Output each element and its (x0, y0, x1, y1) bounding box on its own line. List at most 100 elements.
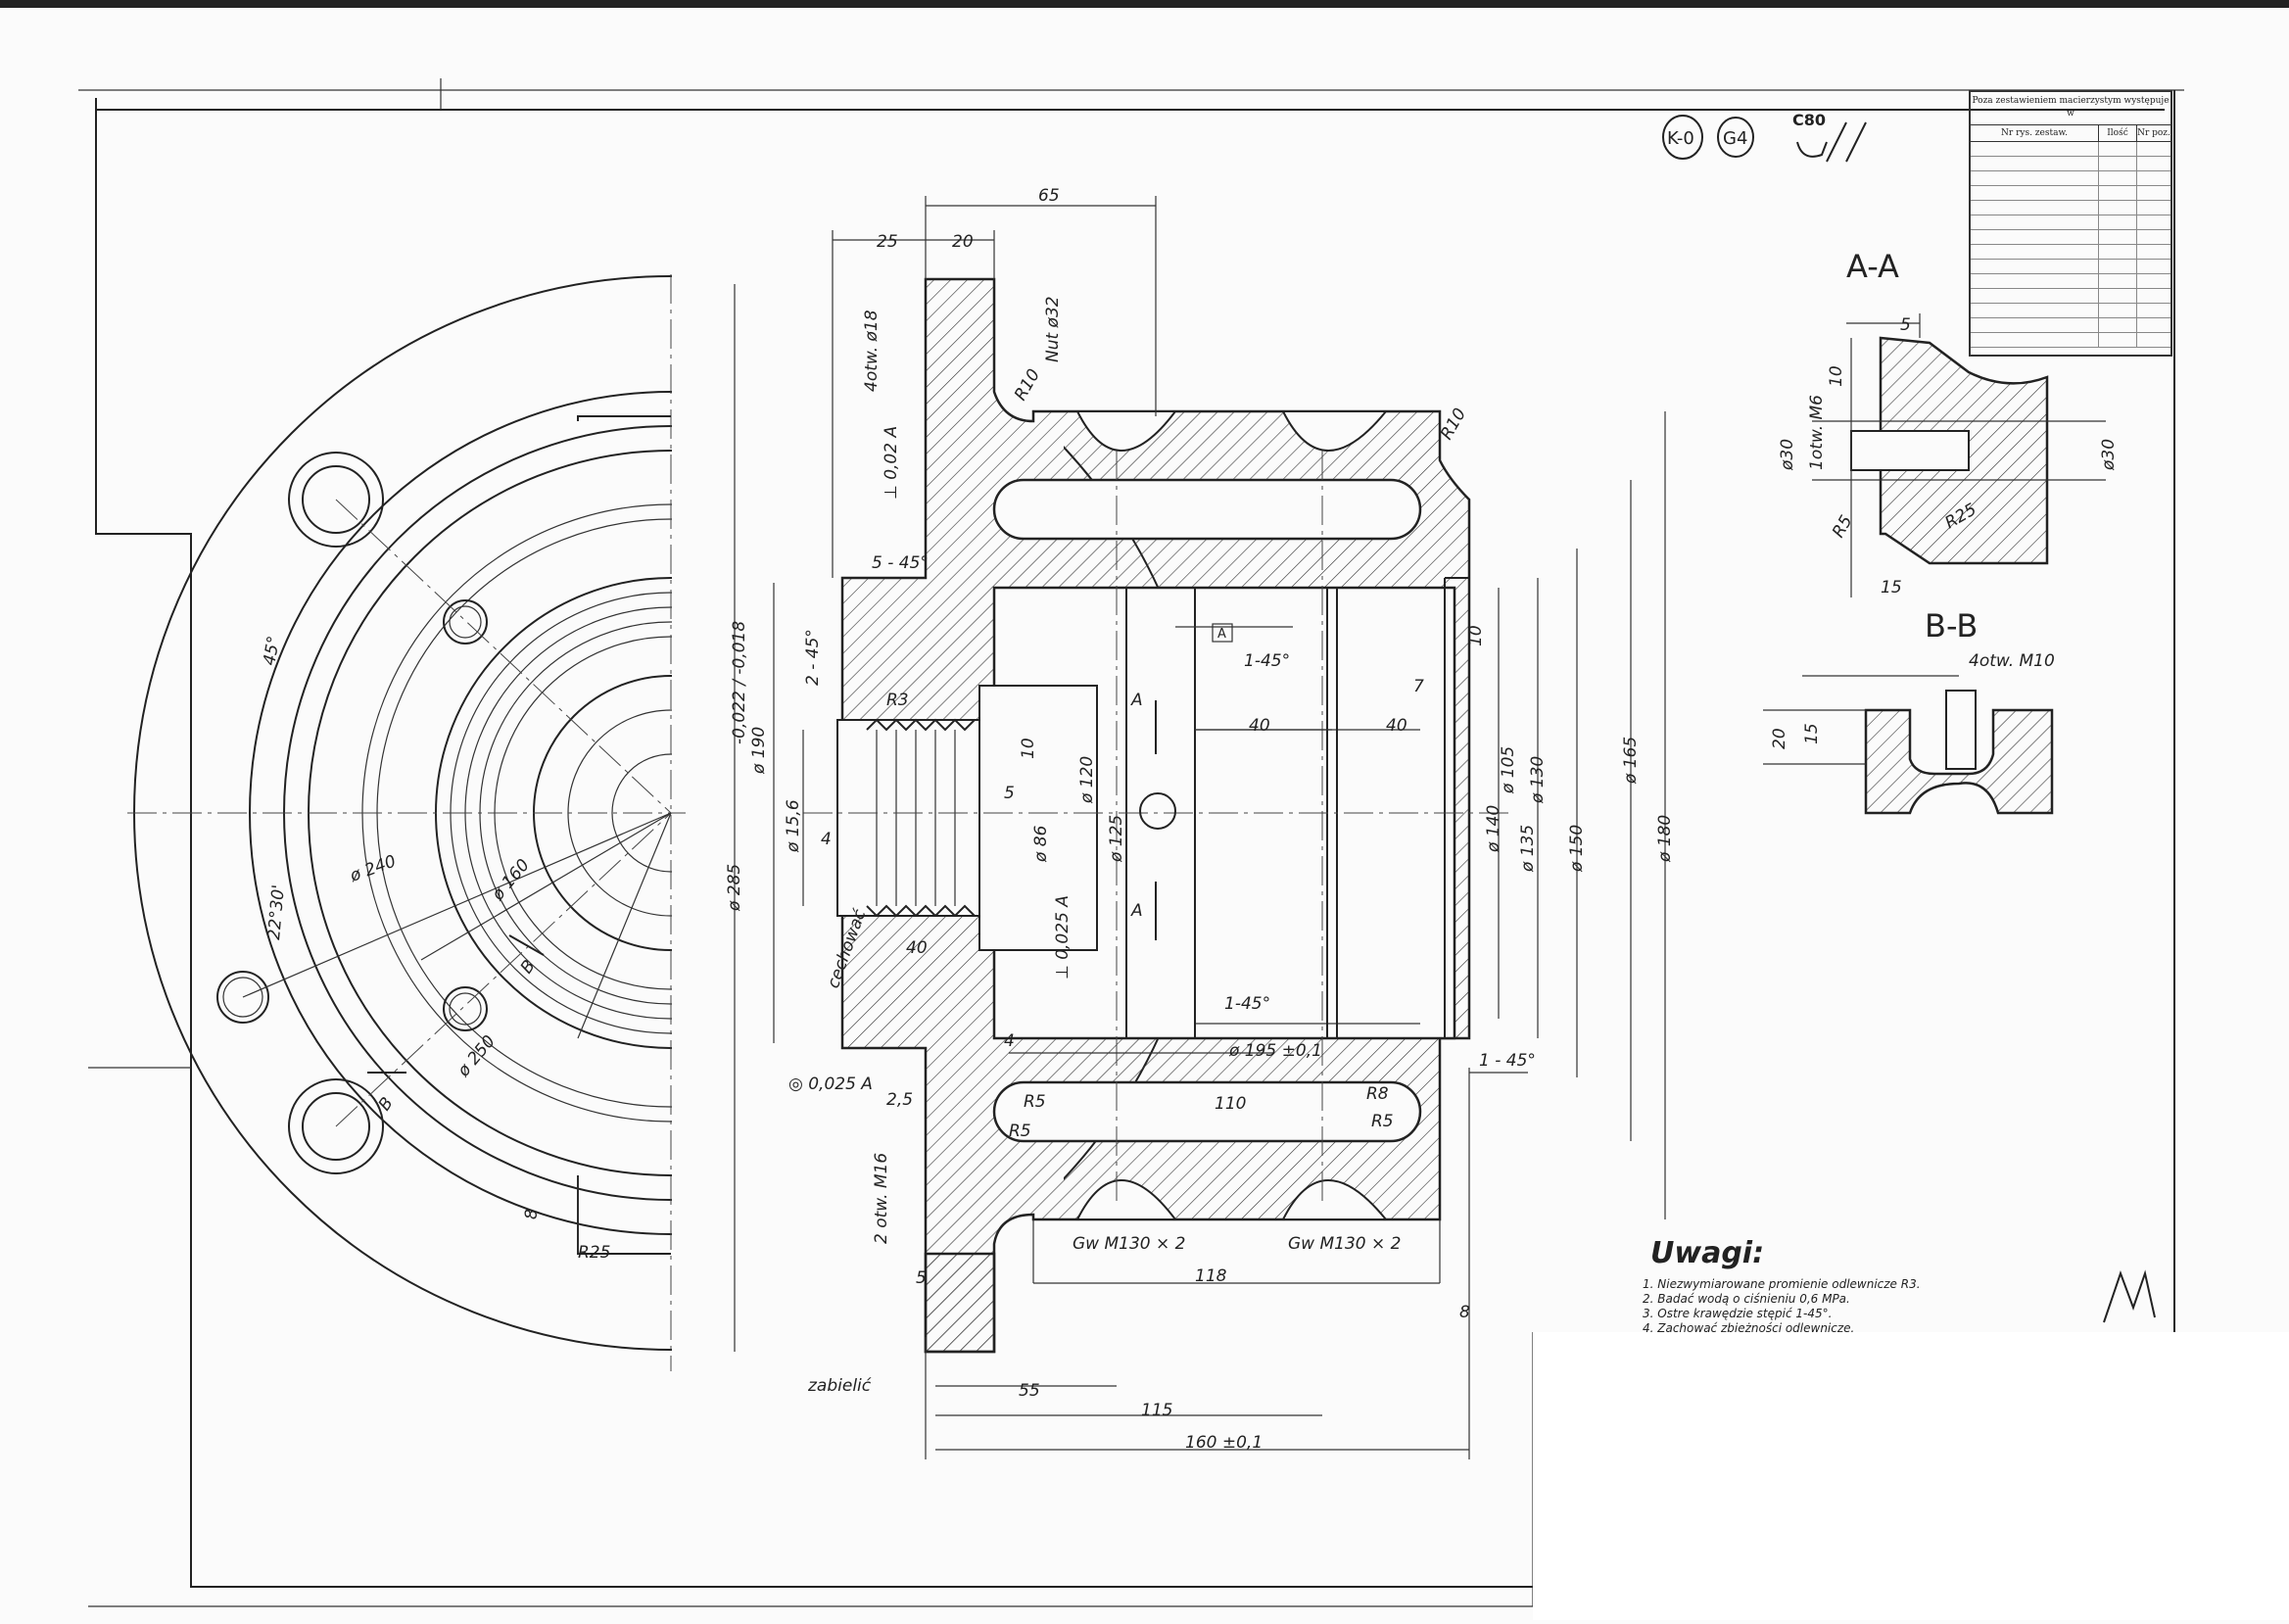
parts-table: Poza zestawieniem macierzystym występuje… (1969, 90, 2172, 357)
section-a-label: A (1130, 691, 1143, 710)
dim-phi285: ø 285 (725, 864, 744, 912)
dim-phi190: ø 190 (749, 727, 769, 775)
table-row (1971, 201, 2170, 215)
dimensions: 65 25 20 Nut ø32 4otw. ø18 R10 R10 5 - 4… (725, 186, 1675, 1459)
table-row (1971, 245, 2170, 260)
note-item: 3. Ostre krawędzie stępić 1-45°. (1643, 1307, 1833, 1320)
table-row (1971, 318, 2170, 333)
dim-phi86: ø 86 (1031, 825, 1051, 863)
dim-phi125: ø 125 (1107, 815, 1126, 863)
dim-110: 110 (1215, 1094, 1246, 1114)
dim-phi190-tol: -0,022 / -0,018 (730, 621, 749, 744)
dim-r3: R3 (886, 691, 909, 710)
dim-r10b: R10 (1437, 406, 1470, 444)
table-row (1971, 333, 2170, 348)
dim-160: 160 ±0,1 (1185, 1433, 1263, 1453)
dim-8: 8 (522, 1209, 542, 1219)
dim-2-5: 2,5 (886, 1090, 913, 1110)
dim-118: 118 (1195, 1266, 1227, 1286)
dim-phi150: ø 150 (1567, 825, 1587, 873)
dim-r8: R8 (1366, 1084, 1389, 1104)
dim-5: 5 (1004, 784, 1015, 803)
dim-r5b: R5 (1009, 1122, 1031, 1141)
dim-10b: 10 (1827, 365, 1846, 387)
dim-otw-m10: 4otw. M10 (1969, 651, 2055, 671)
table-header: Poza zestawieniem macierzystym występuje… (1971, 92, 2170, 125)
dim-40a: 40 (906, 938, 928, 958)
dim-phi130: ø 130 (1528, 756, 1548, 804)
dim-65: 65 (1038, 186, 1060, 206)
dim-phi180: ø 180 (1655, 815, 1675, 863)
svg-text:A: A (1217, 627, 1226, 642)
geo-perp: ⊥ 0,02 A (882, 426, 901, 500)
dim-5b: 5 (916, 1268, 927, 1288)
dim-phi30b: ø30 (2099, 439, 2119, 471)
dim-chamfer2: 2 - 45° (803, 629, 823, 686)
table-columns: Nr rys. zestaw. Ilość Nr poz. (1971, 125, 2170, 142)
stamp-k0: K-0 (1667, 128, 1694, 149)
dim-otw-m6: 1otw. M6 (1807, 395, 1827, 470)
dim-chamfer5: 5 - 45° (872, 553, 929, 573)
dim-8b: 8 (1459, 1303, 1470, 1322)
dim-40c: 40 (1386, 716, 1407, 736)
scan-edge (0, 0, 2289, 8)
dim-4a: 4 (1004, 1031, 1015, 1051)
note-item: 1. Niezwymiarowane promienie odlewnicze … (1643, 1277, 1921, 1291)
table-row (1971, 171, 2170, 186)
dim-15b: 15 (1802, 723, 1822, 744)
dim-40b: 40 (1249, 716, 1270, 736)
dim-phi32: Nut ø32 (1043, 296, 1063, 362)
col-nr: Nr rys. zestaw. (1971, 125, 2099, 141)
table-row (1971, 142, 2170, 157)
signature-mark (2103, 1269, 2156, 1323)
blank-area (1533, 1332, 2289, 1620)
dim-7: 7 (1413, 677, 1424, 696)
table-row (1971, 289, 2170, 304)
note-item: 4. Zachować zbieżności odlewnicze. (1643, 1321, 1855, 1335)
dim-phi120: ø 120 (1077, 756, 1097, 804)
dim-r5a: R5 (1024, 1092, 1046, 1112)
section-bb-title: B-B (1925, 607, 1978, 645)
note-zabielic: zabielić (807, 1376, 872, 1396)
geo-perp-2: ⊥ 0,025 A (1053, 895, 1073, 979)
table-row (1971, 157, 2170, 171)
dim-phi105: ø 105 (1499, 746, 1518, 794)
dim-angle45: 45° (260, 635, 284, 667)
main-section-view: A A A (803, 277, 1508, 1354)
notes-title: Uwagi: (1650, 1236, 1765, 1270)
dim-phi165: ø 165 (1621, 737, 1641, 785)
dim-phi125b: ø 135 (1518, 825, 1538, 873)
dim-1-45: 1-45° (1224, 994, 1270, 1014)
dim-20: 20 (952, 232, 974, 252)
dim-gw130a: Gw M130 × 2 (1073, 1234, 1185, 1254)
dim-115: 115 (1141, 1401, 1172, 1420)
table-row (1971, 230, 2170, 245)
dim-4: 4 (821, 830, 832, 849)
stamp-c80: C80 (1792, 111, 1826, 129)
dim-20: 20 (1770, 728, 1789, 749)
dim-r5c: R5 (1371, 1112, 1394, 1131)
dim-phi240: ø 240 (347, 851, 399, 886)
thread (866, 718, 976, 918)
dim-chamfer1: 1 - 45° (1479, 1051, 1536, 1071)
dim-r25: R25 (578, 1243, 610, 1263)
table-row (1971, 304, 2170, 318)
table-row (1971, 215, 2170, 230)
section-aa-title: A-A (1846, 248, 1899, 285)
dim-10: 10 (1466, 625, 1486, 646)
stamps: K-0 G4 C80 (1662, 111, 1867, 163)
table-row (1971, 274, 2170, 289)
dim-phi250: ø 250 (453, 1031, 500, 1081)
dim-gw130b: Gw M130 × 2 (1288, 1234, 1401, 1254)
stamp-g4: G4 (1723, 128, 1747, 149)
section-aa: ø30 ø30 5 15 10 1otw. M6 R5 R25 A-A (1778, 248, 2119, 597)
col-ilosc: Ilość (2099, 125, 2137, 141)
dim-otw-m16: 2 otw. M16 (872, 1153, 891, 1244)
section-a-label-2: A (1130, 901, 1143, 921)
dim-phi140: ø 140 (1484, 805, 1503, 853)
col-poz: Nr poz. (2137, 128, 2170, 138)
note-item: 2. Badać wodą o ciśnieniu 0,6 MPa. (1643, 1292, 1850, 1306)
dim-15: 15 (1881, 578, 1902, 597)
dim-otw-phi18: 4otw. ø18 (862, 310, 882, 392)
